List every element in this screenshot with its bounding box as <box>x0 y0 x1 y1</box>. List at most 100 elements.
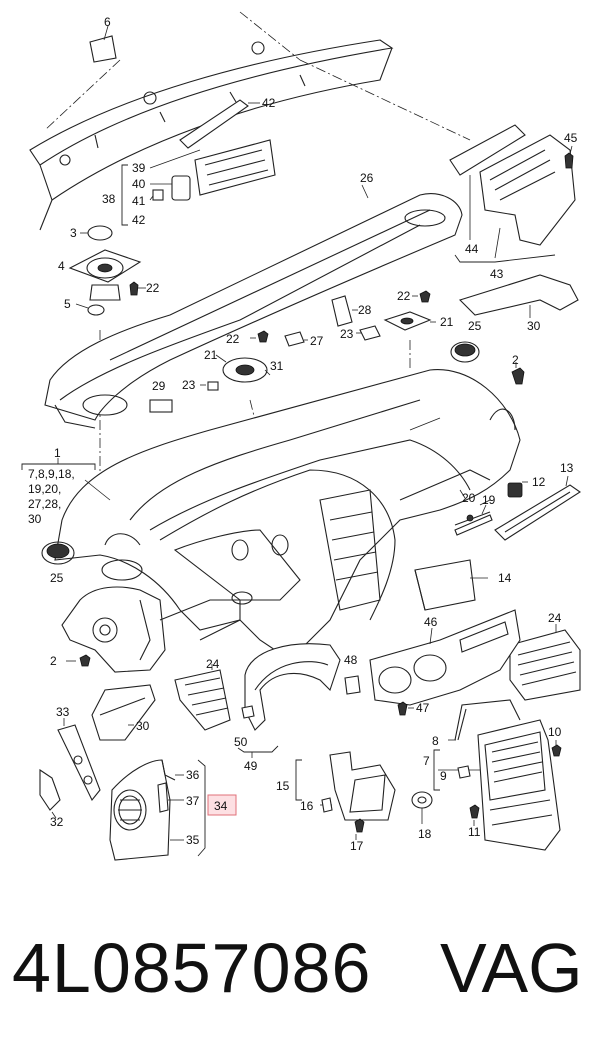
callout-11: 11 <box>468 825 481 839</box>
callout-8: 8 <box>432 734 439 748</box>
part-14-passenger-airbag <box>414 559 488 611</box>
callout-22c: 22 <box>226 332 240 346</box>
part-29-clip <box>149 381 219 413</box>
callout-38: 38 <box>102 192 116 206</box>
callout-22: 22 <box>146 281 160 295</box>
callout-36: 36 <box>186 768 200 782</box>
callout-42: 42 <box>262 96 276 110</box>
callout-9: 9 <box>440 769 447 783</box>
part-30-left-air-duct <box>91 684 156 741</box>
callout-16: 16 <box>300 799 314 813</box>
callout-20: 20 <box>462 491 476 505</box>
callout-13: 13 <box>560 461 574 475</box>
main-instrument-panel <box>54 369 521 661</box>
callout-24b: 24 <box>206 657 220 671</box>
callout-35: 35 <box>186 833 200 847</box>
part-15-bracket <box>295 751 396 840</box>
callout-44: 44 <box>465 242 479 256</box>
callout-31: 31 <box>270 359 284 373</box>
part-number: 4L0857086 <box>12 929 372 1007</box>
callout-labels: 6 42 39 38 40 41 42 26 45 3 4 22 5 44 43… <box>28 15 578 853</box>
part-42-defrost-grille <box>179 99 260 149</box>
footer-caption: 4L0857086 VAG <box>0 928 600 1018</box>
part-25-round-vent-right <box>450 341 480 363</box>
part-46-instrument-cluster <box>369 609 521 706</box>
group-1-bracket <box>21 458 111 501</box>
callout-48: 48 <box>344 653 358 667</box>
part-7-radio-frame <box>433 719 561 851</box>
callout-14: 14 <box>498 571 512 585</box>
callout-41: 41 <box>132 194 146 208</box>
group-1-line-2: 19,20, <box>28 482 61 496</box>
part-30-right-air-duct <box>458 274 579 318</box>
part-10-screw <box>551 740 562 757</box>
callout-34-highlight <box>207 794 237 816</box>
callout-39: 39 <box>132 161 146 175</box>
part-25-round-vent-left <box>41 541 75 565</box>
part-38-sensor-group <box>121 139 276 226</box>
callout-2: 2 <box>512 353 519 367</box>
callout-22b: 22 <box>397 289 411 303</box>
part-6-bracket <box>89 25 117 63</box>
part-19-strip <box>454 504 493 536</box>
part-4-speaker <box>68 225 146 316</box>
callout-4: 4 <box>58 259 65 273</box>
callout-49: 49 <box>244 759 258 773</box>
callout-42b: 42 <box>132 213 146 227</box>
callout-19: 19 <box>482 493 496 507</box>
callout-25: 25 <box>468 319 482 333</box>
callout-45: 45 <box>564 131 578 145</box>
part-18-grommet <box>411 791 433 824</box>
part-12-switch <box>507 481 528 498</box>
callout-46: 46 <box>424 615 438 629</box>
group-1-line-3: 27,28, <box>28 497 61 511</box>
callout-28: 28 <box>358 303 372 317</box>
callout-21b: 21 <box>204 348 218 362</box>
callout-27: 27 <box>310 334 324 348</box>
callout-23b: 23 <box>182 378 196 392</box>
part-11-screw <box>469 804 480 826</box>
part-24-vent-center <box>174 664 231 731</box>
callout-6: 6 <box>104 15 111 29</box>
part-9-clip <box>457 765 471 779</box>
part-48-bracket <box>344 675 361 695</box>
part-49-cluster-surround <box>237 643 341 758</box>
callout-18: 18 <box>418 827 432 841</box>
part-43-duct-housing <box>449 124 576 263</box>
windshield-frame <box>29 39 394 231</box>
callout-43: 43 <box>490 267 504 281</box>
part-2-screw <box>511 362 525 385</box>
part-32-bracket <box>39 768 61 819</box>
small-fasteners-row <box>250 290 436 347</box>
callout-23: 23 <box>340 327 354 341</box>
callout-3: 3 <box>70 226 77 240</box>
steering-column-bracket <box>61 586 253 673</box>
callout-1: 1 <box>54 446 61 460</box>
callout-10: 10 <box>548 725 562 739</box>
callout-37: 37 <box>186 794 200 808</box>
callout-47: 47 <box>416 701 430 715</box>
callout-2b: 2 <box>50 654 57 668</box>
brand-name: VAG <box>440 929 583 1007</box>
callout-12: 12 <box>532 475 546 489</box>
part-20-clip <box>466 514 474 522</box>
callout-15: 15 <box>276 779 290 793</box>
callout-50: 50 <box>234 735 248 749</box>
callout-33: 33 <box>56 705 70 719</box>
part-26-upper-dash <box>44 184 463 429</box>
callout-5: 5 <box>64 297 71 311</box>
part-34-side-cover <box>109 759 206 861</box>
part-47-screw <box>397 701 414 716</box>
part-13-trim-strip <box>494 475 581 541</box>
part-24-vent-right <box>509 624 581 701</box>
group-1-line-4: 30 <box>28 512 42 526</box>
callout-26: 26 <box>360 171 374 185</box>
callout-7: 7 <box>423 754 430 768</box>
callout-17: 17 <box>350 839 364 853</box>
part-8-wire-frame <box>448 699 521 741</box>
callout-24: 24 <box>548 611 562 625</box>
callout-30b: 30 <box>136 719 150 733</box>
callout-30: 30 <box>527 319 541 333</box>
